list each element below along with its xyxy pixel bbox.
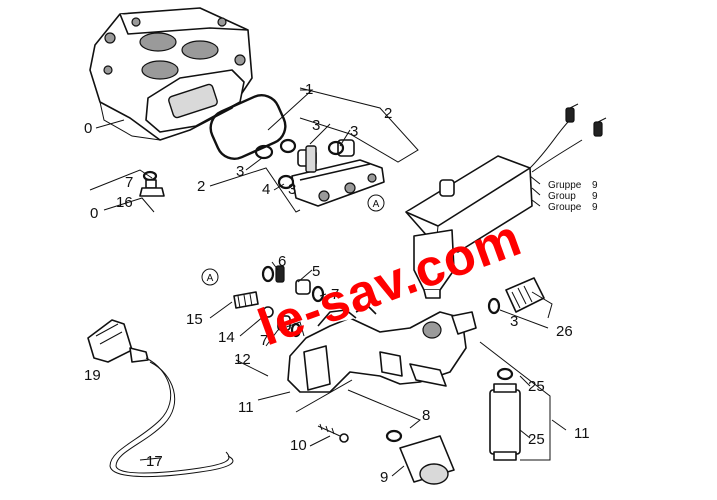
callout-11a: 11	[238, 399, 254, 416]
callout-0a: 0	[84, 120, 92, 137]
drain-plug	[139, 170, 165, 197]
callout-11b: 11	[574, 425, 590, 442]
callout-8: 8	[422, 407, 430, 424]
cylinder-head	[89, 7, 253, 141]
nozzle-cap	[385, 429, 455, 485]
gasket-ring	[209, 94, 287, 160]
callout-14: 14	[218, 329, 235, 346]
group-label-de-num: 9	[592, 180, 598, 191]
svg-text:A: A	[207, 273, 214, 284]
callout-1: 1	[305, 81, 313, 98]
callout-12: 12	[234, 351, 251, 368]
callout-19: 19	[84, 367, 101, 384]
callout-0b: 0	[90, 205, 98, 222]
group-label-en-num: 9	[592, 191, 598, 202]
cylinder-valve	[489, 367, 521, 461]
callout-3e: 3	[510, 313, 518, 330]
callout-2a: 2	[384, 105, 392, 122]
svg-text:A: A	[373, 199, 380, 210]
callout-9: 9	[380, 469, 388, 486]
callout-4: 4	[262, 181, 270, 198]
callout-7c: 7	[260, 332, 268, 349]
callout-numbers: 0 1 2 3 3 3 2 4 3 7 16 0 6 5 7 15 14 7 1…	[84, 81, 590, 486]
callout-25b: 25	[528, 431, 545, 448]
group-label-de: Gruppe	[548, 180, 582, 191]
group-label-en: Group	[548, 191, 576, 202]
callout-7b: 7	[331, 286, 339, 303]
suction-hose	[87, 319, 234, 478]
callout-5: 5	[312, 263, 320, 280]
callout-2b: 2	[197, 178, 205, 195]
pump-body	[287, 305, 477, 393]
callout-3d: 3	[288, 181, 296, 198]
screw	[317, 423, 349, 443]
callout-25a: 25	[528, 378, 545, 395]
callout-15: 15	[186, 311, 203, 328]
reference-marker-a2: A	[201, 268, 219, 286]
leader-lines	[89, 87, 567, 477]
group-label-fr-num: 9	[592, 202, 598, 213]
callout-3c: 3	[236, 163, 244, 180]
callout-7a: 7	[125, 174, 133, 191]
callout-26: 26	[556, 323, 573, 340]
pressure-switch-box	[405, 103, 607, 299]
reference-marker-a1: A	[367, 194, 385, 212]
callout-16: 16	[116, 194, 133, 211]
group-label-fr: Groupe	[548, 202, 582, 213]
callout-17: 17	[146, 453, 163, 470]
callout-6: 6	[278, 253, 286, 270]
inlet-filter	[487, 277, 545, 315]
group-labels: Gruppe 9 Group 9 Groupe 9	[548, 180, 598, 213]
callout-3a: 3	[312, 117, 320, 134]
callout-3b: 3	[350, 123, 358, 140]
callout-10: 10	[290, 437, 307, 454]
valve-assembly	[254, 138, 385, 207]
